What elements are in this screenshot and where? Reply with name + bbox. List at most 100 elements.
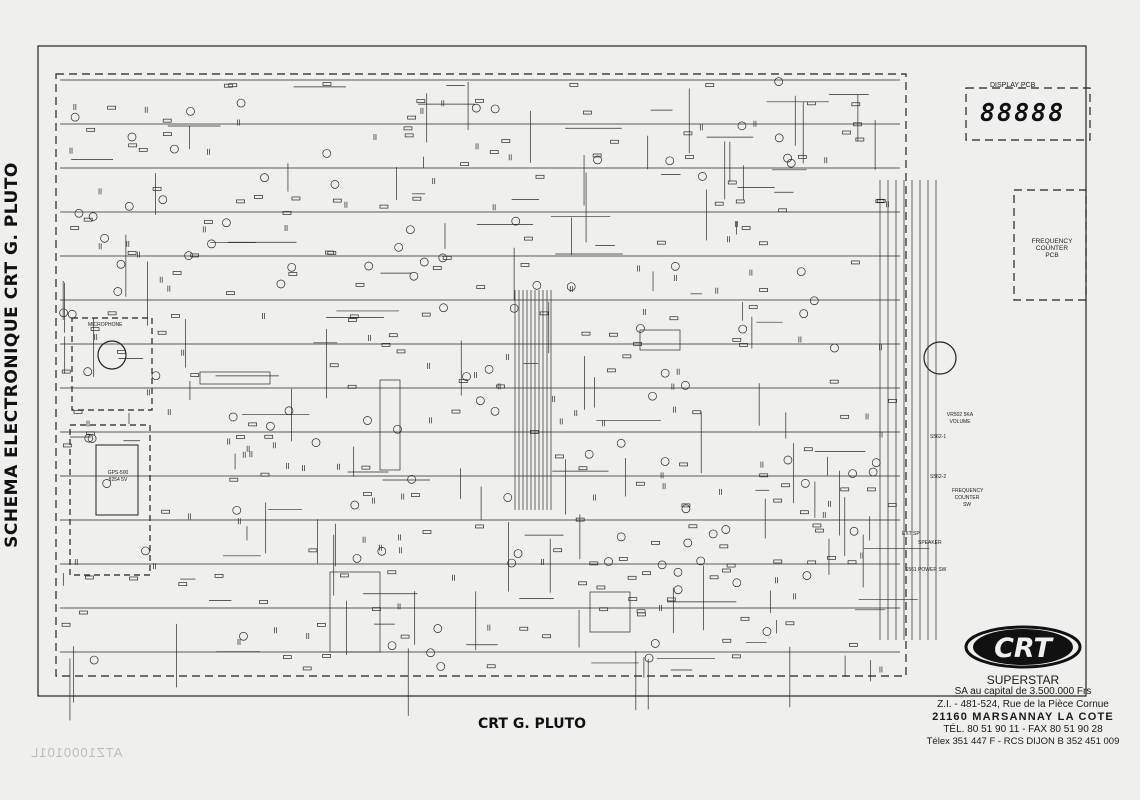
- transistor: [513, 549, 523, 558]
- ic-block: [639, 329, 681, 351]
- resistor: [387, 570, 397, 575]
- resistor: [259, 600, 268, 604]
- resistor: [291, 196, 301, 201]
- resistor: [851, 260, 860, 265]
- resistor: [486, 664, 496, 669]
- resistor: [636, 481, 645, 486]
- resistor: [727, 180, 737, 185]
- transistor: [170, 144, 179, 154]
- resistor: [636, 609, 646, 614]
- resistor: [388, 333, 398, 338]
- transistor: [158, 195, 168, 205]
- resistor: [867, 487, 876, 492]
- resistor: [228, 83, 238, 88]
- transistor: [732, 578, 742, 588]
- transistor: [84, 433, 94, 443]
- company-name: SUPERSTAR: [986, 672, 1060, 687]
- resistor: [688, 524, 698, 529]
- resistor: [592, 153, 602, 158]
- resistor: [460, 162, 469, 166]
- resistor: [735, 199, 745, 204]
- power-sw-label: S561 POWER SW: [905, 567, 947, 573]
- resistor: [138, 147, 148, 152]
- resistor: [379, 204, 389, 209]
- resistor: [840, 414, 850, 419]
- company-city: 21160 MARSANNAY LA COTE: [932, 711, 1114, 723]
- ext-sp-label: EXT SP: [902, 531, 920, 537]
- resistor: [637, 612, 646, 617]
- resistor: [842, 130, 851, 135]
- resistor: [451, 409, 461, 414]
- transistor: [490, 406, 500, 416]
- display-pcb-outline: [965, 87, 1091, 141]
- freq-counter-sw-label: FREQUENCY COUNTER SW: [952, 488, 984, 508]
- transistor: [186, 106, 195, 116]
- transistor: [683, 538, 693, 548]
- resistor: [651, 540, 660, 545]
- transistor: [786, 158, 796, 168]
- resistor: [628, 597, 638, 602]
- transistor: [616, 438, 626, 448]
- resistor: [62, 443, 72, 448]
- transistor: [721, 525, 731, 534]
- resistor: [524, 236, 533, 241]
- frequency-counter-label: FREQUENCY COUNTER PCB: [1031, 238, 1073, 259]
- ic-gps500: [95, 444, 139, 516]
- channel-display-outline: [69, 424, 151, 576]
- transistor: [507, 558, 517, 568]
- transistor: [322, 149, 332, 158]
- transistor: [644, 653, 654, 663]
- resistor: [129, 576, 138, 581]
- microphone-connector: [97, 340, 127, 370]
- transistor: [127, 132, 137, 142]
- resistor: [773, 498, 783, 503]
- transistor: [681, 504, 691, 514]
- transistor: [799, 309, 809, 318]
- resistor: [740, 616, 750, 621]
- resistor: [714, 201, 724, 206]
- resistor: [840, 487, 850, 492]
- svg-text:CRT: CRT: [994, 633, 1054, 664]
- resistor: [812, 523, 822, 528]
- resistor: [248, 422, 258, 427]
- ic-block: [589, 591, 631, 633]
- resistor: [681, 503, 691, 508]
- resistor: [627, 575, 637, 580]
- resistor: [759, 241, 768, 246]
- resistor: [190, 373, 200, 377]
- resistor: [288, 272, 298, 276]
- resistor: [411, 493, 420, 497]
- resistor: [332, 198, 342, 203]
- resistor: [475, 524, 484, 529]
- resistor: [355, 282, 365, 287]
- resistor: [569, 83, 579, 87]
- resistor: [520, 263, 530, 267]
- side-title: SCHEMA ELECTRONIQUE CRT G. PLUTO: [2, 162, 22, 548]
- transistor: [419, 257, 429, 267]
- resistor: [403, 126, 413, 131]
- transistor: [406, 225, 415, 235]
- resistor: [705, 83, 715, 87]
- resistor: [807, 101, 816, 106]
- resistor: [372, 607, 381, 611]
- resistor: [683, 131, 693, 136]
- resistor: [458, 379, 468, 384]
- transistor: [665, 156, 675, 166]
- transistor: [660, 457, 670, 466]
- resistor: [555, 454, 564, 459]
- resistor: [161, 509, 170, 514]
- resistor: [329, 363, 339, 368]
- resistor: [178, 582, 188, 587]
- transistor: [648, 391, 657, 401]
- transistor: [584, 449, 594, 459]
- resistor: [575, 517, 585, 522]
- resistor: [322, 654, 331, 658]
- resistor: [797, 155, 807, 159]
- resistor: [855, 137, 865, 142]
- resistor: [327, 251, 337, 255]
- transistor: [670, 262, 680, 271]
- resistor: [85, 575, 94, 580]
- company-phone: TÉL. 80 51 90 11 - FAX 80 51 90 28: [943, 723, 1103, 735]
- transistor: [100, 233, 109, 243]
- resistor: [157, 330, 167, 335]
